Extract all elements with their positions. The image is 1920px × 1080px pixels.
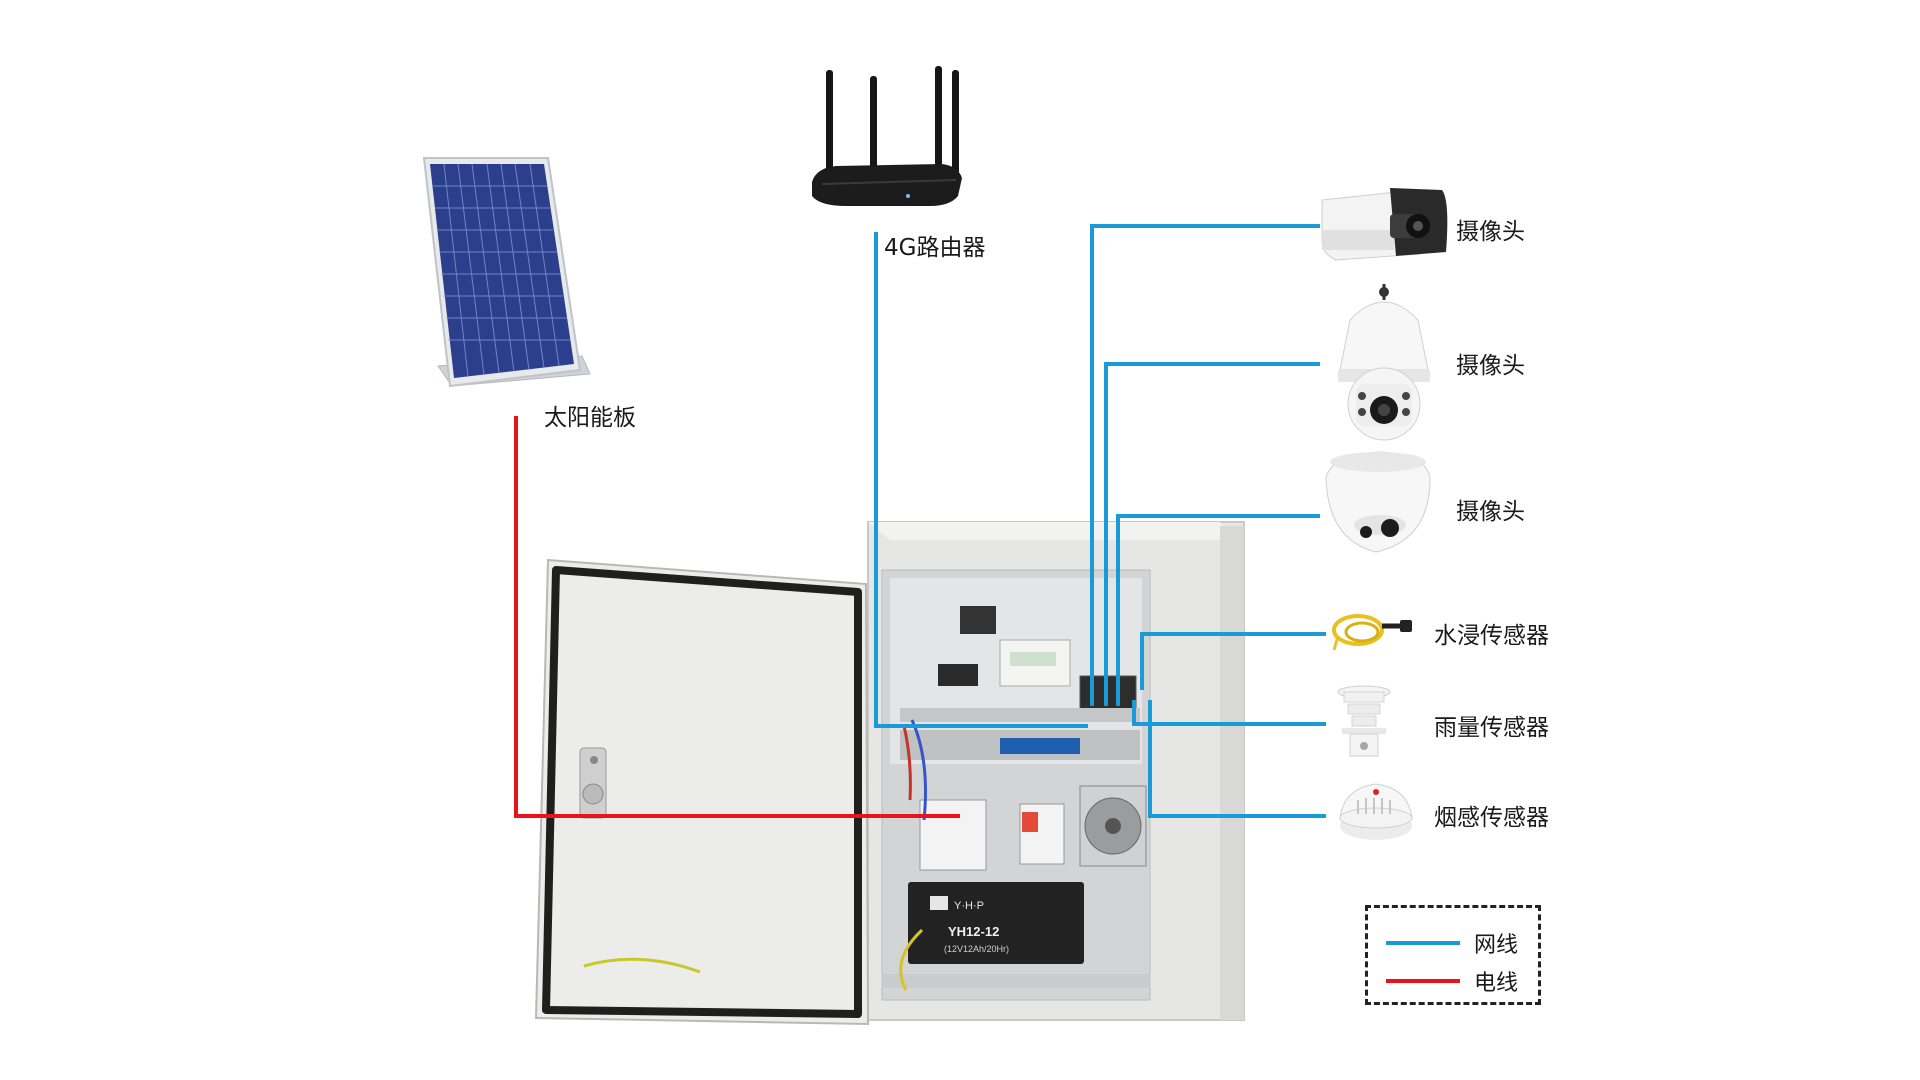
network-line-router xyxy=(874,232,1088,728)
legend-network-swatch xyxy=(1386,941,1460,945)
network-line-camera-3 xyxy=(1116,514,1320,706)
legend-network-row: 网线 xyxy=(1386,928,1518,958)
network-line-camera-2 xyxy=(1104,362,1320,706)
camera-dome-label: 摄像头 xyxy=(1456,499,1525,525)
battery xyxy=(908,882,1084,964)
network-line-water-sensor xyxy=(1140,632,1326,690)
legend-network-label: 网线 xyxy=(1474,933,1519,958)
dome-camera-icon xyxy=(1325,451,1431,553)
solar-panel-icon xyxy=(422,157,591,388)
network-line-camera-1 xyxy=(1090,224,1320,706)
water-sensor-icon xyxy=(1332,614,1412,651)
control-cabinet: Y·H·P YH12-12 (12V12Ah/20Hr) xyxy=(867,521,1245,1021)
legend-power-swatch xyxy=(1386,979,1460,983)
ptz-dome-camera-icon xyxy=(1338,284,1430,441)
bullet-camera-icon xyxy=(1321,188,1448,261)
power-line-solar xyxy=(514,416,960,818)
rain-sensor-label: 雨量传感器 xyxy=(1434,715,1549,741)
smoke-sensor-label: 烟感传感器 xyxy=(1434,805,1549,831)
router-label: 4G路由器 xyxy=(884,235,986,261)
network-line-rain-sensor xyxy=(1132,700,1326,726)
camera-ptz-label: 摄像头 xyxy=(1456,353,1525,379)
cabinet-door xyxy=(534,558,870,1026)
legend-power-row: 电线 xyxy=(1386,966,1518,996)
rain-sensor-icon xyxy=(1337,685,1391,757)
network-line-smoke-sensor xyxy=(1148,700,1326,818)
solar-panel-label: 太阳能板 xyxy=(544,405,636,431)
battery-brand: Y·H·P xyxy=(954,900,984,912)
legend-power-label: 电线 xyxy=(1474,971,1519,996)
legend: 网线 电线 xyxy=(1365,905,1541,1005)
battery-spec: (12V12Ah/20Hr) xyxy=(944,944,1009,954)
water-sensor-label: 水浸传感器 xyxy=(1434,623,1549,649)
router-icon xyxy=(812,66,962,206)
smoke-sensor-icon xyxy=(1339,783,1413,840)
camera-bullet-label: 摄像头 xyxy=(1456,219,1525,245)
battery-model: YH12-12 xyxy=(948,924,999,939)
connection-lines xyxy=(514,224,1326,818)
